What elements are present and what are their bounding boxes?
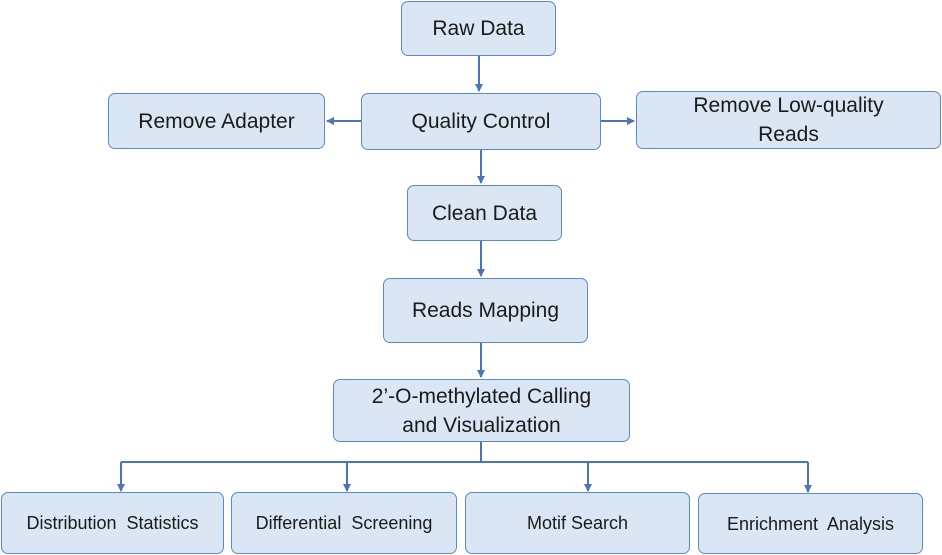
node-methylation-calling-label: 2’-O-methylated Calling and Visualizatio… [371,384,592,437]
node-raw-data-label: Raw Data [432,17,525,40]
node-clean-data-label: Clean Data [431,201,538,225]
node-remove-adapter: Remove Adapter [108,93,325,149]
node-quality-control: Quality Control [361,93,601,150]
node-motif-search: Motif Search [465,492,690,554]
node-remove-low-quality-reads-label: Remove Low-quality Reads [693,94,884,146]
node-remove-low-quality-reads: Remove Low-quality Reads [636,91,941,149]
node-enrichment-analysis-label: Enrichment Analysis [726,513,895,534]
node-differential-screening-label: Differential Screening [255,513,433,533]
node-reads-mapping: Reads Mapping [383,278,588,343]
node-differential-screening: Differential Screening [231,492,457,554]
node-distribution-statistics: Distribution Statistics [1,492,224,554]
node-enrichment-analysis: Enrichment Analysis [698,493,923,554]
node-methylation-calling: 2’-O-methylated Calling and Visualizatio… [333,379,630,442]
node-quality-control-label: Quality Control [411,110,551,133]
node-motif-search-label: Motif Search [526,513,629,533]
node-raw-data: Raw Data [401,1,556,56]
node-reads-mapping-label: Reads Mapping [411,299,560,322]
node-distribution-statistics-label: Distribution Statistics [26,513,199,533]
node-clean-data: Clean Data [407,185,562,241]
node-remove-adapter-label: Remove Adapter [138,109,295,133]
